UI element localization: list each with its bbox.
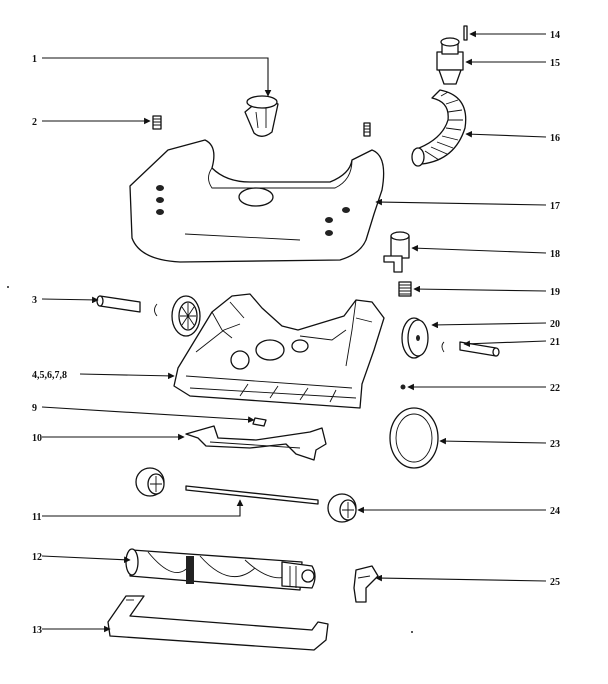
callout-15: 15 xyxy=(550,58,560,69)
callout-18: 18 xyxy=(550,249,560,260)
callout-19: 19 xyxy=(550,287,560,298)
part-10-bracket xyxy=(185,425,327,461)
hood-screw xyxy=(363,122,371,137)
part-17-hood-cover xyxy=(129,139,385,263)
callout-24: 24 xyxy=(550,506,560,517)
callout-17: 17 xyxy=(550,201,560,212)
callout-11: 11 xyxy=(32,512,41,523)
part-15-swivel-connector xyxy=(436,37,464,85)
part-12-brush-roll xyxy=(125,548,316,591)
callout-21: 21 xyxy=(550,337,560,348)
part-22-washer xyxy=(400,384,406,390)
callout-12: 12 xyxy=(32,552,42,563)
callout-1: 1 xyxy=(32,54,37,65)
part-1-hose-connector xyxy=(244,95,279,137)
callout-13: 13 xyxy=(32,625,42,636)
callout-3: 3 xyxy=(32,295,37,306)
part-3-axle xyxy=(96,295,158,317)
callout-22: 22 xyxy=(550,383,560,394)
rear-wheel-left xyxy=(171,295,201,337)
callout-10: 10 xyxy=(32,433,42,444)
wheel-left xyxy=(135,467,165,497)
part-14-pin xyxy=(463,25,468,41)
leader-lines xyxy=(41,30,547,633)
callout-2: 2 xyxy=(32,117,37,128)
callout-25: 25 xyxy=(550,577,560,588)
callout-16: 16 xyxy=(550,133,560,144)
part-11-rod xyxy=(185,485,319,505)
scan-mark xyxy=(7,286,413,633)
part-16-flexible-hose xyxy=(411,89,467,167)
callout-20: 20 xyxy=(550,319,560,330)
part-25-bracket xyxy=(353,565,379,603)
callout-14: 14 xyxy=(550,30,560,41)
part-13-bumper-strip xyxy=(107,595,329,651)
callout-23: 23 xyxy=(550,439,560,450)
part-4-8-base-housing xyxy=(173,293,385,409)
part-20-wheel xyxy=(401,317,429,359)
part-19-spring xyxy=(398,281,412,297)
part-2-screw xyxy=(152,115,162,130)
part-24-wheel xyxy=(327,493,357,523)
part-9-screw xyxy=(252,417,267,427)
part-18-valve xyxy=(383,231,410,273)
callout-9: 9 xyxy=(32,403,37,414)
part-23-belt xyxy=(389,407,439,469)
callout-4-8: 4,5,6,7,8 xyxy=(32,370,67,381)
